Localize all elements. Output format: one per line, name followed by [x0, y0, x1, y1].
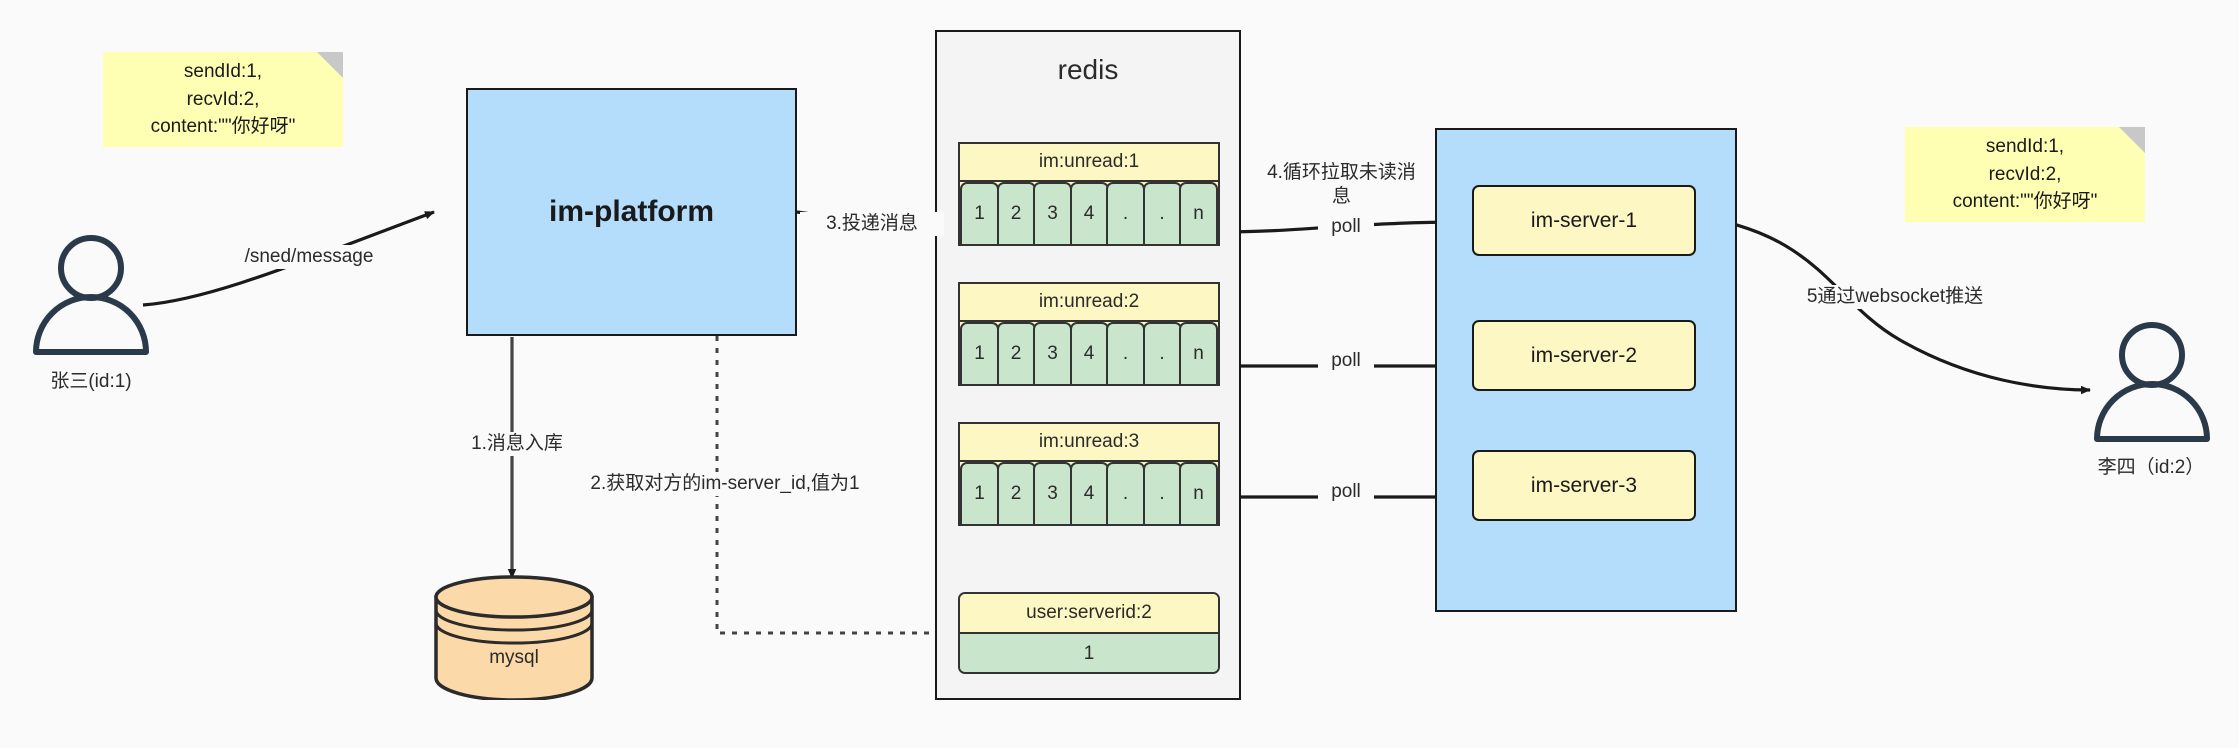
kv-value-label: 1 [960, 634, 1218, 672]
queue-cell: n [1179, 462, 1218, 526]
edge-fetch-serverid [712, 207, 953, 635]
queue-cells: 1 2 3 4 . . n [960, 322, 1218, 386]
im-server-1-box[interactable]: im-server-1 [1472, 185, 1696, 256]
note-right-message-payload: sendId:1, recvId:2, content:""你好呀" [1905, 127, 2145, 222]
queue-cell: 4 [1069, 322, 1109, 386]
receiver-actor-label: 李四（id:2） [2097, 457, 2205, 478]
mysql-label: mysql [489, 647, 539, 668]
edge-label-step2: 2.获取对方的im-server_id,值为1 [568, 472, 882, 496]
kv-key-label: user:serverid:2 [960, 594, 1218, 634]
queue-name-label: im:unread:2 [960, 284, 1218, 322]
im-server-3-box[interactable]: im-server-3 [1472, 450, 1696, 521]
redis-queue-im-unread-3[interactable]: im:unread:3 1 2 3 4 . . n [958, 422, 1220, 526]
queue-cell: . [1142, 182, 1182, 246]
edge-label-poll-1: poll [1318, 215, 1374, 239]
edge-label-send-message: /sned/message [222, 245, 396, 269]
queue-cells: 1 2 3 4 . . n [960, 462, 1218, 526]
queue-cell: 4 [1069, 182, 1109, 246]
edge-label-step3: 3.投递消息 [800, 212, 944, 236]
redis-key-user-serverid[interactable]: user:serverid:2 1 [958, 592, 1220, 674]
edge-send-message [142, 210, 435, 307]
queue-cell: 2 [996, 322, 1036, 386]
queue-cell: . [1106, 182, 1145, 246]
queue-cell: 2 [996, 182, 1036, 246]
edge-websocket-push [1687, 213, 2091, 395]
queue-cell: 2 [996, 462, 1036, 526]
sender-actor-label: 张三(id:1) [50, 371, 132, 392]
queue-cell: . [1142, 322, 1182, 386]
receiver-actor-icon [2094, 322, 2210, 442]
note-fold-corner-icon [2119, 127, 2145, 153]
edge-label-step4: 4.循环拉取未读消 息 [1252, 161, 1431, 209]
queue-cell: n [1179, 182, 1218, 246]
note-right-text: sendId:1, recvId:2, content:""你好呀" [1952, 136, 2098, 213]
queue-cell: . [1106, 322, 1145, 386]
sender-actor-icon [33, 235, 149, 355]
im-platform-box[interactable]: im-platform [466, 88, 797, 336]
edge-label-step5: 5通过websocket推送 [1778, 285, 2012, 309]
queue-cell: . [1106, 462, 1145, 526]
note-left-text: sendId:1, recvId:2, content:""你好呀" [150, 61, 296, 138]
redis-title: redis [1057, 54, 1119, 85]
queue-name-label: im:unread:3 [960, 424, 1218, 462]
queue-cell: 3 [1033, 322, 1072, 386]
queue-cell: 3 [1033, 182, 1072, 246]
edge-label-step1: 1.消息入库 [440, 432, 594, 456]
queue-cells: 1 2 3 4 . . n [960, 182, 1218, 246]
queue-cell: 1 [960, 182, 999, 246]
im-server-2-box[interactable]: im-server-2 [1472, 320, 1696, 391]
queue-cell: n [1179, 322, 1218, 386]
queue-cell: 1 [960, 462, 999, 526]
queue-cell: 4 [1069, 462, 1109, 526]
note-left-message-payload: sendId:1, recvId:2, content:""你好呀" [103, 52, 343, 147]
redis-queue-im-unread-1[interactable]: im:unread:1 1 2 3 4 . . n [958, 142, 1220, 246]
note-fold-corner-icon [317, 52, 343, 78]
mysql-database[interactable]: mysql [432, 575, 596, 702]
queue-cell: 1 [960, 322, 999, 386]
redis-queue-im-unread-2[interactable]: im:unread:2 1 2 3 4 . . n [958, 282, 1220, 386]
queue-name-label: im:unread:1 [960, 144, 1218, 182]
database-cylinder-icon [434, 575, 594, 702]
edge-label-poll-2: poll [1318, 349, 1374, 373]
queue-cell: . [1142, 462, 1182, 526]
queue-cell: 3 [1033, 462, 1072, 526]
edge-label-poll-3: poll [1318, 480, 1374, 504]
